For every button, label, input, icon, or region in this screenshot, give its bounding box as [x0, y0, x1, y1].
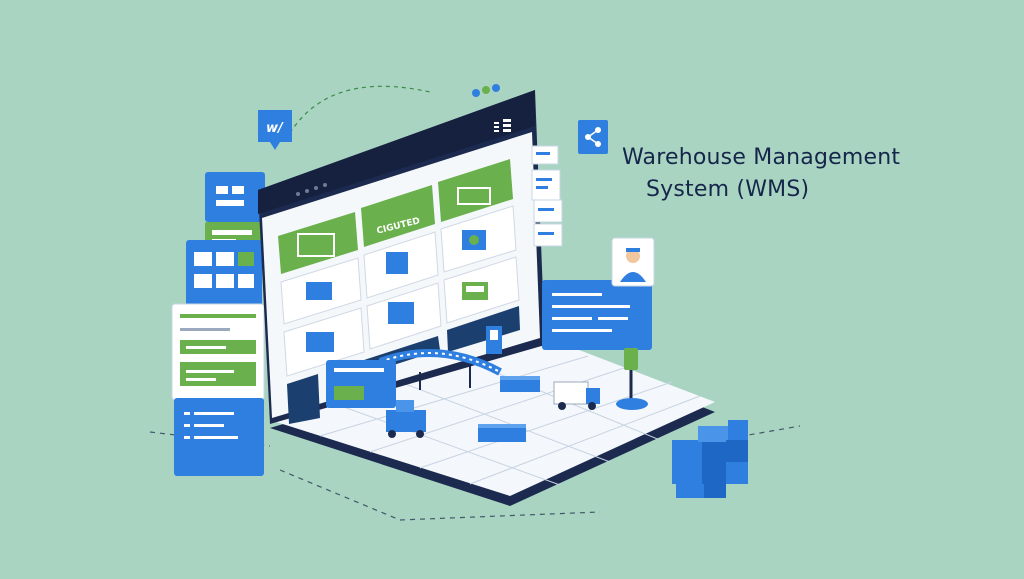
side-panel-1: [205, 172, 265, 222]
stacked-cards: [531, 145, 563, 247]
title-line-1: Warehouse Management: [622, 145, 901, 170]
conveyor-belt: [378, 349, 502, 390]
forklift: [386, 400, 426, 438]
conveyor-screen: [326, 360, 396, 408]
floor-boxes: [478, 376, 540, 442]
tile-row-3-icons: [306, 282, 488, 352]
tile-row-2-icons: [306, 230, 486, 300]
side-panel-3: [186, 240, 262, 310]
tag-icon: w/: [258, 110, 292, 150]
page-title: Warehouse Management System (WMS): [622, 142, 1002, 206]
worker-avatar: [611, 237, 655, 287]
address-bar-dots: [296, 183, 327, 196]
delivery-truck: [553, 381, 600, 410]
main-window: CIGUTED: [258, 84, 545, 424]
side-panel-5: [174, 398, 264, 476]
info-panel: [542, 280, 652, 350]
window-controls: [472, 84, 500, 97]
scanner-station: [486, 326, 502, 354]
menu-icon: [494, 119, 511, 132]
stacked-cartons: [672, 420, 748, 498]
tile-row-1: CIGUTED: [278, 159, 513, 274]
side-panel-4: [171, 303, 265, 401]
tag-icon-text: w/: [266, 121, 284, 136]
title-line-2: System (WMS): [646, 177, 810, 202]
left-side-panels: [171, 172, 265, 476]
location-beacon: [616, 348, 648, 410]
share-icon: [578, 120, 608, 154]
right-side-panels: [531, 145, 655, 350]
